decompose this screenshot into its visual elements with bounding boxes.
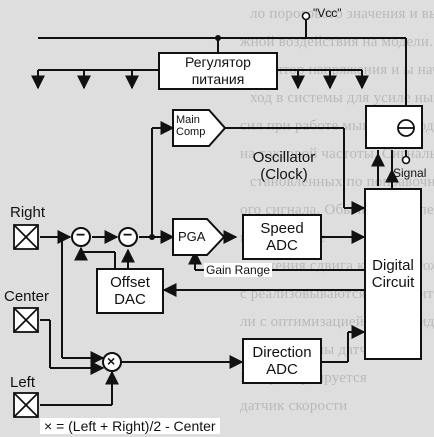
background-text-line: ход в системы для усиле ных в команды bbox=[250, 90, 434, 106]
left-label: Left bbox=[10, 374, 36, 391]
multiplier-node bbox=[102, 352, 122, 372]
formula-label: × = (Left + Right)/2 - Center bbox=[40, 418, 220, 434]
speed-adc-box: Speed ADC bbox=[242, 214, 322, 260]
right-label: Right bbox=[10, 204, 46, 221]
summing-node-1 bbox=[71, 227, 91, 247]
main-comp-shape bbox=[172, 109, 227, 147]
pga-label: PGA bbox=[178, 229, 206, 244]
voltage-regulator-box: Регулятор питания bbox=[158, 52, 278, 90]
background-text-line: ло порогового значения и выдавать ко bbox=[250, 6, 434, 22]
signal-terminal bbox=[401, 155, 411, 165]
gain-range-label: Gain Range bbox=[204, 263, 273, 277]
digital-circuit-box: Digital Circuit bbox=[364, 188, 422, 360]
summing-node-2 bbox=[118, 227, 138, 247]
background-text-line: датчик скорости bbox=[240, 398, 348, 414]
main-comp-label: Main Comp bbox=[176, 114, 206, 138]
signal-output-box bbox=[365, 105, 423, 149]
summing-sign-2: − bbox=[123, 227, 133, 244]
multiplier-sign: × bbox=[107, 353, 116, 369]
offset-dac-box: Offset DAC bbox=[96, 268, 164, 314]
summing-sign-1: − bbox=[76, 227, 86, 244]
vcc-label: "Vcc" bbox=[313, 6, 342, 20]
center-label: Center bbox=[4, 288, 50, 305]
vcc-terminal bbox=[301, 11, 311, 21]
signal-label: Signal bbox=[393, 166, 427, 180]
background-text-line: на тактовой частоты. Сигналы bbox=[240, 146, 434, 162]
direction-adc-box: Direction ADC bbox=[242, 338, 322, 384]
oscillator-box: Oscillator (Clock) bbox=[252, 149, 316, 183]
pga-shape bbox=[172, 218, 226, 256]
